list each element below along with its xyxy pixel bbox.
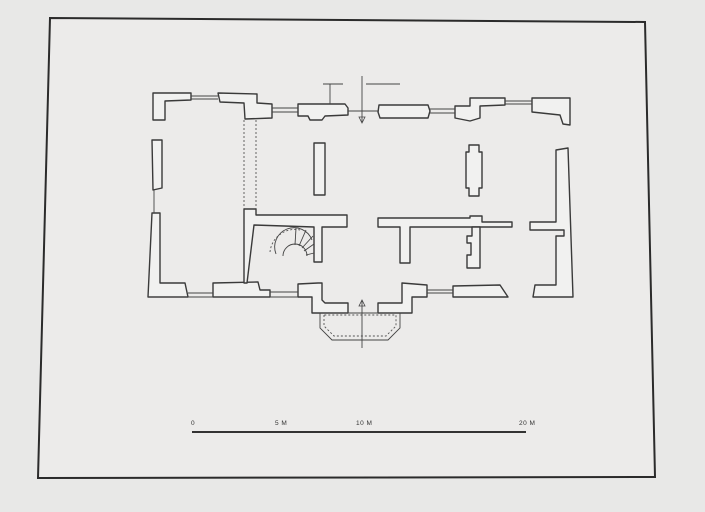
scale-label-0: 0	[191, 420, 195, 427]
entrance-steps	[319, 312, 401, 341]
scale-label-10m: 10 M	[356, 420, 372, 427]
pillar-1	[313, 142, 326, 196]
scale-label-5m: 5 M	[275, 420, 287, 427]
section-markers	[323, 76, 400, 348]
exterior-walls	[147, 92, 574, 314]
interior-walls	[243, 120, 513, 284]
t-wall	[377, 215, 513, 264]
scale-label-20m: 20 M	[519, 420, 535, 427]
drawing-frame	[36, 16, 657, 480]
spiral-staircase	[269, 227, 315, 257]
wall-top-right-corner	[531, 97, 571, 126]
wall-left-upper	[151, 139, 163, 191]
wall-bottom-right	[452, 284, 509, 298]
wall-bottom-porch-right	[377, 282, 428, 314]
wall-right	[529, 147, 574, 298]
wall-top-left-corner	[152, 92, 192, 121]
wall-top-segment-4	[454, 97, 506, 122]
stair-hall-wall	[243, 208, 348, 284]
wall-top-segment-2	[297, 103, 349, 121]
wall-partition	[466, 226, 481, 269]
pillar-2	[465, 144, 483, 197]
wall-top-segment-1	[217, 92, 273, 120]
wall-bottom-porch-left	[297, 282, 349, 314]
wall-top-segment-3	[377, 104, 431, 119]
scale-bar: 0 5 M 10 M 20 M	[191, 420, 535, 433]
